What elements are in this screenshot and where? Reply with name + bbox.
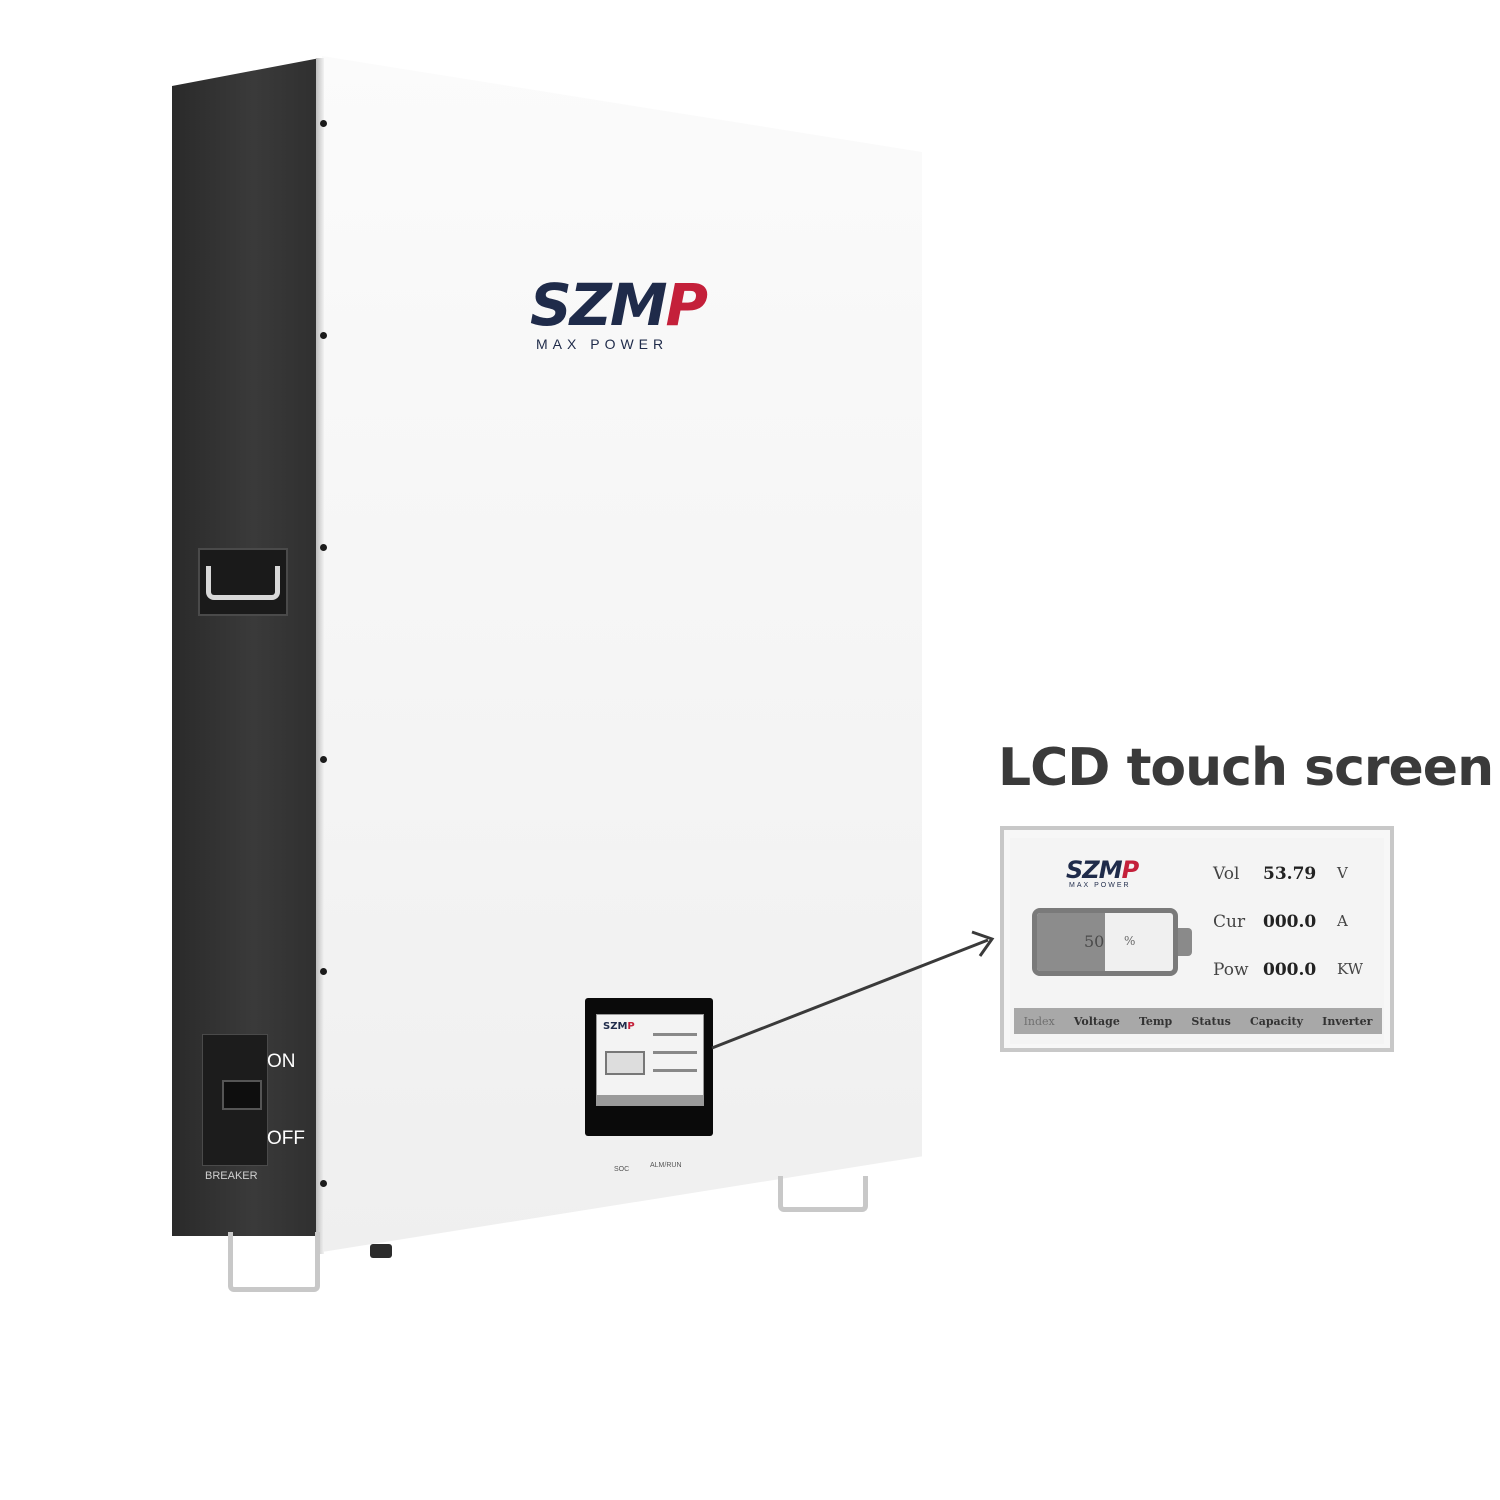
battery-percent-value: 50 (1084, 932, 1105, 951)
reading-value: 000.0 (1263, 912, 1317, 932)
device-screen[interactable]: SZMP (596, 1014, 704, 1106)
mini-logo-main: SZM (603, 1021, 628, 1032)
mini-reading-line (653, 1033, 697, 1036)
lcd-logo: SZMP MAX POWER (1066, 856, 1140, 889)
screw (320, 544, 327, 551)
carry-handle-recess (198, 548, 288, 616)
logo-tagline: MAX POWER (536, 336, 669, 352)
reading-unit: KW (1337, 960, 1364, 978)
tab-voltage[interactable]: Voltage (1073, 1014, 1120, 1028)
brand-logo: SZMP MAX POWER (530, 276, 730, 352)
battery-gauge-fill (1037, 913, 1105, 971)
tab-status[interactable]: Status (1191, 1014, 1231, 1028)
callout-title: LCD touch screen (998, 738, 1494, 798)
reading-value: 53.79 (1263, 864, 1317, 884)
lcd-logo-main: SZM (1066, 856, 1123, 884)
logo-mark: SZMP (530, 276, 730, 334)
battery-percent-unit: % (1124, 934, 1136, 948)
battery-gauge-cap (1178, 928, 1192, 956)
screw (320, 756, 327, 763)
soc-indicator-label: SOC (614, 1166, 630, 1173)
mini-reading-line (653, 1051, 697, 1054)
tab-index[interactable]: Index (1023, 1014, 1055, 1028)
lcd-tabbar: Index Voltage Temp Status Capacity Inver… (1014, 1008, 1382, 1034)
reading-value: 000.0 (1263, 960, 1317, 980)
mini-logo: SZMP (603, 1021, 635, 1032)
lcd-logo-accent: P (1121, 856, 1140, 884)
tab-temp[interactable]: Temp (1138, 1014, 1173, 1028)
breaker-off-label: OFF (267, 1128, 305, 1149)
mini-tabbar (597, 1095, 703, 1105)
logo-mark-accent: P (665, 271, 708, 339)
reading-unit: V (1337, 864, 1348, 882)
lcd-logo-mark: SZMP (1066, 856, 1140, 884)
tab-capacity[interactable]: Capacity (1249, 1014, 1304, 1028)
reading-label: Vol (1213, 864, 1240, 884)
panel-edge (316, 58, 324, 1254)
tab-inverter[interactable]: Inverter (1322, 1014, 1373, 1028)
reading-label: Pow (1213, 960, 1249, 980)
mini-reading-line (653, 1069, 697, 1072)
reading-label: Cur (1213, 912, 1246, 932)
mini-battery-icon (605, 1051, 645, 1075)
screw (320, 332, 327, 339)
carry-handle[interactable] (206, 566, 280, 600)
screw (320, 968, 327, 975)
alarm-indicator-label: ALM/RUN (650, 1162, 682, 1169)
reading-unit: A (1337, 912, 1348, 930)
lcd-logo-tagline: MAX POWER (1069, 882, 1131, 889)
breaker-name-label: BREAKER (205, 1170, 258, 1182)
mounting-foot-left (228, 1232, 320, 1292)
bottom-stud (370, 1244, 392, 1258)
mini-logo-accent: P (627, 1021, 635, 1032)
breaker-switch[interactable] (222, 1080, 262, 1110)
breaker-on-label: ON (267, 1051, 296, 1072)
screw (320, 120, 327, 127)
screw (320, 1180, 327, 1187)
logo-mark-main: SZM (530, 271, 668, 339)
mounting-foot-right (778, 1176, 868, 1212)
